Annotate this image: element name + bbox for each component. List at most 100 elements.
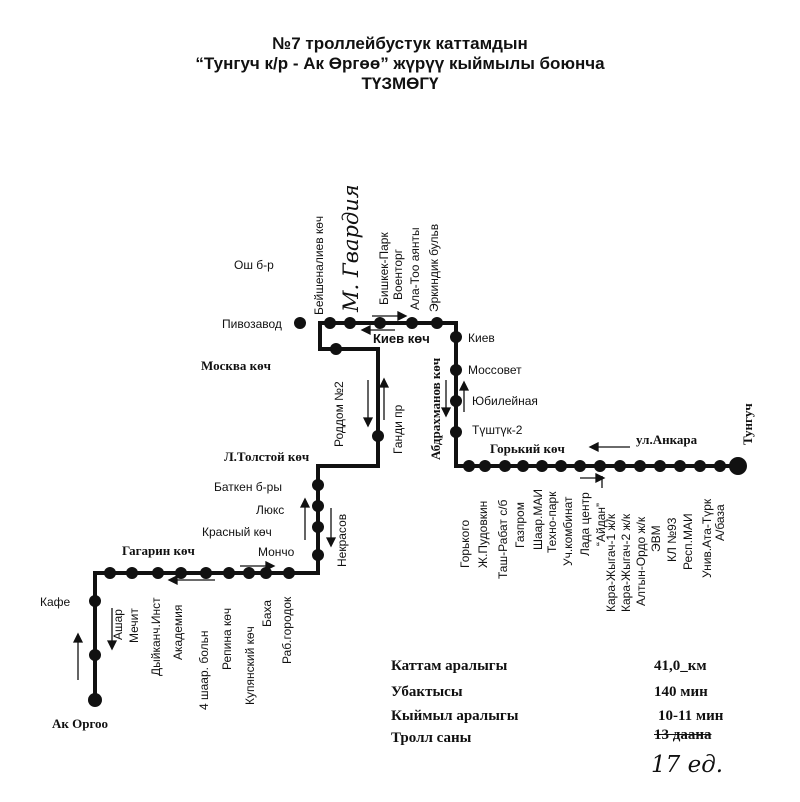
stop-tash-rabat: Таш-Рабат с/б [496,499,510,579]
stop-dot [450,395,462,407]
stop-altyn: Алтын-Ордо ж/к [634,516,648,606]
stop-dot [372,430,384,442]
stop-dot [479,460,491,472]
stop-kara-1: Кара-Жыгач-1 ж/к [604,513,618,612]
stop-univ: Унив.Ата-Түрк [700,498,714,578]
stop-dot [406,317,418,329]
stop-erkindik: Эркиндик бульв [427,224,441,312]
stop-dot [714,460,726,472]
title-line-1: №7 троллейбустук каттамдын [272,34,528,53]
stop-krasnyy: Красный көч [202,525,272,539]
stop-dot [450,426,462,438]
stop-gazprom: Газпром [513,502,527,548]
stop-dot [324,317,336,329]
stop-batken: Баткен б-ры [214,480,282,494]
stop-dot [223,567,235,579]
stop-dyikanch: Дыйканч.Инст [149,597,163,676]
stop-dot [126,567,138,579]
stop-lada: Лада центр [578,492,592,556]
street-moskva: Москва көч [201,358,271,373]
stop-mossovet: Моссовет [468,363,522,377]
stop-bakha: Баха [260,600,274,627]
stop-dot [260,567,272,579]
street-tolstoy: Л.Толстой көч [224,449,309,464]
stop-dot [463,460,475,472]
stop-mechit: Мечит [127,608,141,643]
stop-kiev: Киев [468,331,495,345]
stop-dots [88,317,747,707]
stop-dot [594,460,606,472]
stop-aydan: “Айдан” [594,503,608,546]
stop-resp-mai: Респ.МАИ [681,513,695,570]
stop-dot [634,460,646,472]
stop-dot [312,521,324,533]
stop-dot [312,479,324,491]
stop-dot [243,567,255,579]
stop-yubileynaya: Юбилейная [472,394,538,408]
stop-ala-too: Ала-Тоо аянты [408,227,422,310]
info-value-interval: 10-11 мин [658,708,724,724]
stop-dot [344,317,356,329]
stop-dot [330,343,342,355]
info-value-length: 41,0_км [654,658,707,674]
stop-dot [374,317,386,329]
stop-rab-gorodok: Раб.городок [280,596,294,664]
stop-dot [555,460,567,472]
stop-pudovkin: Ж.Пудовкин [476,501,490,568]
stop-shaar-mai: Шаар.МАИ [531,489,545,550]
stop-dot [450,364,462,376]
stop-beyshenaliev: Бейшеналиев көч [312,216,326,315]
street-gagarin: Гагарин көч [122,543,195,558]
stop-dot [536,460,548,472]
stop-dot [694,460,706,472]
stop-dot [175,567,187,579]
stop-tekhno: Техно-парк [545,491,559,553]
info-label-length: Каттам аралыгы [391,658,508,674]
street-gorkiy: Горький көч [490,441,565,456]
stop-repina: Репина көч [220,608,234,670]
stop-roddom: Роддом №2 [332,381,346,447]
info-label-count: Тролл саны [391,730,472,746]
title-line-2: “Тунгуч к/р - Ак Өргөө” жүрүү кыймылы бо… [195,54,605,73]
stop-kara-2: Кара-Жыгач-2 ж/к [619,513,633,612]
stop-kupyanskiy: Купянский көч [243,626,257,705]
stop-nekrasov: Некрасов [335,514,349,567]
info-value-count-handwritten: 17 ед. [651,752,724,778]
stop-dot [729,457,747,475]
street-gvardiya-handwritten: М. Гвардия [339,184,363,313]
terminal-end: Тунгуч [740,403,755,445]
stop-dot [200,567,212,579]
stop-uch-kombinat: Уч.комбинат [561,496,575,566]
stop-akademiya: Академия [171,605,185,660]
stop-kafe: Кафе [40,595,71,609]
stop-dot [499,460,511,472]
stop-ashar: Ашар [111,609,125,640]
stop-dot [654,460,666,472]
stop-dot [450,331,462,343]
stop-kl93: КЛ №93 [665,517,679,562]
direction-arrows [72,310,630,680]
info-label-interval: Кыймыл аралыгы [391,708,519,724]
street-abdrakhmanov: Абдрахманов көч [428,358,443,460]
street-osh-br: Ош б-р [234,258,274,272]
stop-dot [674,460,686,472]
stop-dot [614,460,626,472]
stop-dot [89,649,101,661]
stop-dot [517,460,529,472]
street-ankara: ул.Анкара [636,432,698,447]
stop-dot [294,317,306,329]
title-line-3: ТҮЗМӨГҮ [361,74,439,93]
stop-dot [312,549,324,561]
stop-dot [152,567,164,579]
stop-dot [283,567,295,579]
stop-pivozavod: Пивозавод [222,317,282,331]
stop-dot [88,693,102,707]
stop-gorkogo: Горького [458,520,472,568]
stop-dot [104,567,116,579]
info-label-time: Убактысы [391,684,463,700]
stop-abaza: А/база [713,504,727,541]
stop-tushtuk: Түштүк-2 [472,423,523,437]
street-gandi: Ганди пр [391,404,405,454]
stop-dot [431,317,443,329]
